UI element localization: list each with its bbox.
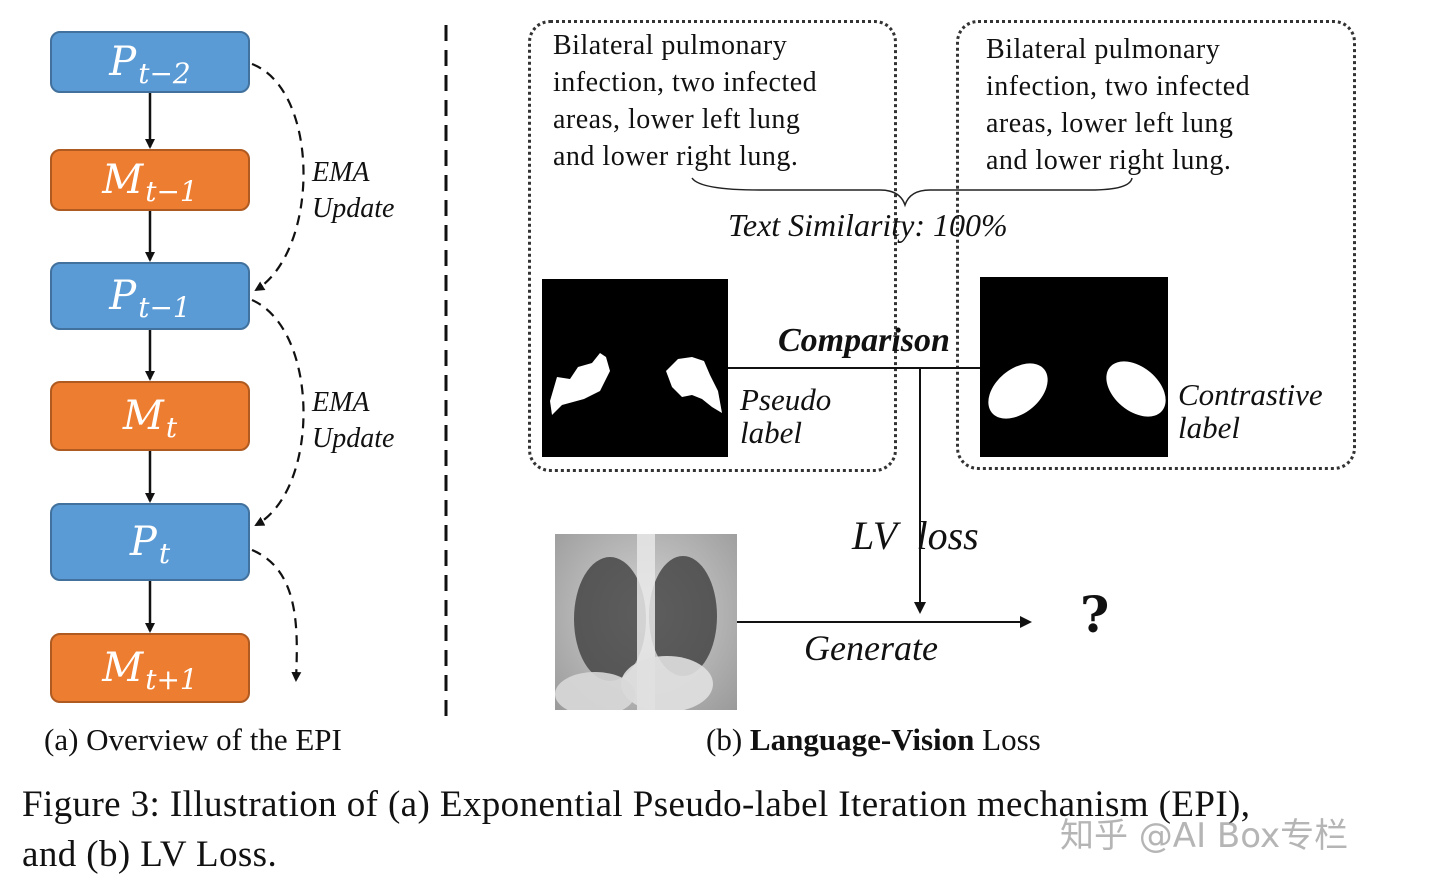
report-line: Bilateral pulmonary — [986, 34, 1221, 65]
box-main: M — [102, 157, 144, 203]
figure-caption-line: and (b) LV Loss. — [22, 834, 278, 875]
similarity-brace — [691, 177, 1133, 208]
pseudo-lesions — [550, 353, 722, 415]
pseudo-label-mask — [542, 279, 728, 457]
caption-a: (a) Overview of the EPI — [44, 722, 342, 757]
caption-b: (b) Language-Vision Loss — [706, 722, 1041, 758]
ema-line: EMA — [312, 387, 370, 418]
report-line: areas, lower left lung — [986, 108, 1234, 139]
box-sub: t — [158, 536, 171, 570]
report-line: infection, two infected — [553, 67, 818, 98]
ema-curve — [251, 298, 305, 526]
caption-b-suffix: Loss — [974, 722, 1041, 757]
box-main: P — [109, 39, 137, 85]
lv-loss-label: LV loss — [852, 513, 979, 558]
contrastive-ellipses — [988, 361, 1166, 419]
pseudo-label-caption: Pseudo label — [740, 383, 831, 449]
ema-update-label: EMA Update — [312, 385, 394, 457]
ema-update-label: EMA Update — [312, 155, 394, 227]
ema-line: EMA — [312, 157, 370, 188]
label-word: label — [1178, 410, 1240, 445]
report-line: and lower right lung. — [986, 145, 1232, 176]
pseudo-word: Pseudo — [740, 382, 832, 417]
panel-a-arrows — [145, 25, 448, 720]
watermark: 知乎 @AI Box专栏 — [1060, 816, 1349, 856]
contrastive-word: Contrastive — [1178, 377, 1323, 412]
box-sub: t−1 — [138, 290, 191, 324]
box-main: M — [122, 393, 164, 439]
box-sub: t−1 — [145, 174, 198, 208]
box-sub: t−2 — [138, 56, 191, 90]
box-main: P — [109, 273, 137, 319]
generate-label: Generate — [804, 628, 938, 668]
contrastive-label-mask — [980, 277, 1168, 457]
update-line: Update — [312, 193, 395, 224]
box-main: M — [102, 645, 144, 691]
chest-xray-image — [555, 534, 737, 710]
question-mark: ? — [1080, 585, 1110, 644]
figure-caption-line: Figure 3: Illustration of (a) Exponentia… — [22, 784, 1251, 825]
report-line: Bilateral pulmonary — [553, 30, 788, 61]
panel-b-lines — [691, 177, 1133, 628]
xray-shapes — [555, 534, 717, 710]
comparison-label: Comparison — [778, 322, 950, 359]
box-main: P — [129, 519, 157, 565]
contrastive-label-caption: Contrastive label — [1178, 378, 1323, 444]
pseudo-label-group — [528, 20, 897, 472]
report-text-2: Bilateral pulmonary infection, two infec… — [986, 31, 1250, 179]
report-line: and lower right lung. — [553, 141, 799, 172]
report-text-1: Bilateral pulmonary infection, two infec… — [553, 27, 817, 175]
text-similarity-label: Text Similarity: 100% — [728, 207, 1008, 243]
contrastive-label-group — [956, 20, 1356, 470]
label-word: label — [740, 415, 802, 450]
ema-curve — [251, 62, 305, 292]
report-line: areas, lower left lung — [553, 104, 801, 135]
report-line: infection, two infected — [986, 71, 1251, 102]
ema-curve — [251, 548, 302, 682]
box-sub: t — [165, 410, 178, 444]
caption-b-prefix: (b) — [706, 722, 750, 757]
figure-caption: Figure 3: Illustration of (a) Exponentia… — [22, 780, 1250, 880]
caption-b-bold: Language-Vision — [749, 722, 975, 757]
box-sub: t+1 — [145, 662, 198, 696]
update-line: Update — [312, 423, 395, 454]
